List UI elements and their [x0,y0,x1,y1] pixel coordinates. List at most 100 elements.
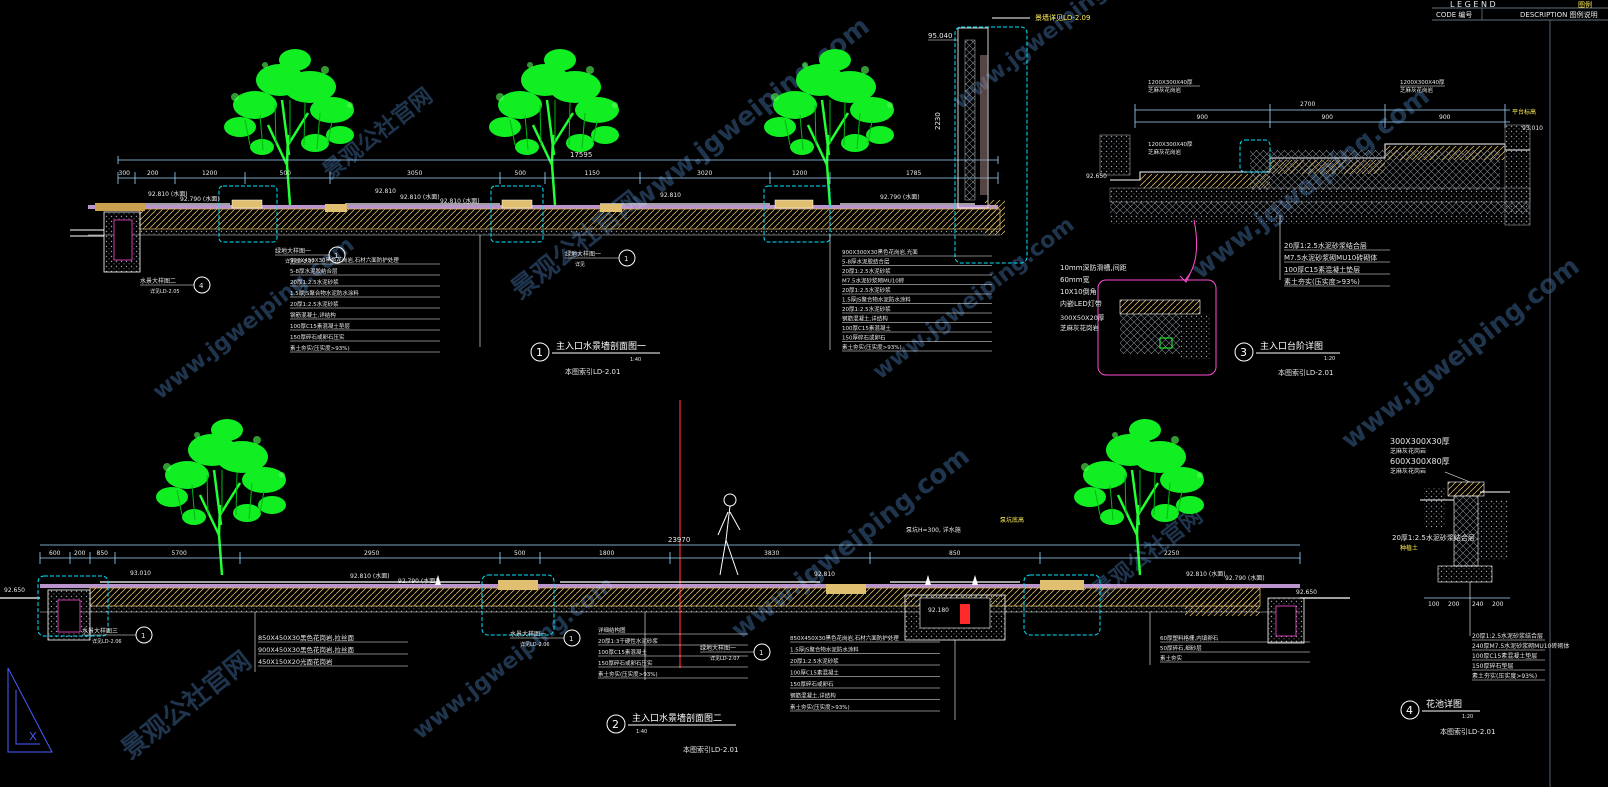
s3-base-note: 100厚C15素混凝土垫层 [1284,265,1360,274]
s1-top-elev: 95.040 [928,32,953,40]
s1-notesA-note: 900X450X30黑色花岗岩,石材六面防护处理 [290,256,399,264]
s1-elev: 92.810 (水面) [400,193,440,201]
s1-dim: 3020 [697,170,712,177]
s1-callout-num: 4 [199,282,204,290]
s1-dim: 3050 [407,170,422,177]
s3-inset-note: 内嵌LED灯带 [1060,299,1102,308]
s3-top-note: 芝麻灰花岗岩 [1148,86,1182,94]
s2-elev: 92.650 [1296,589,1317,596]
s1-dim: 1200 [202,170,217,177]
s1-notesB-note: 100厚C15素混凝土 [842,324,891,332]
s2-notesC-note: 150厚碎石或卵石 [790,680,834,688]
s4-top-note: 600X300X80厚 [1390,457,1450,466]
s1-notesA-note: 150厚碎石或卵石压实 [290,333,345,341]
s2-callout-ref: 详见LD-2.07 [710,655,740,662]
s1-scale: 1:40 [630,357,641,363]
s4-base-note: 100厚C15素混凝土垫层 [1472,652,1537,660]
s1-dim: 500 [515,170,527,177]
s1-ref: 本图索引LD-2.01 [565,367,620,376]
s1-dim: 1785 [906,170,921,177]
s3-inset-note: 10mm深防滑槽,间距 [1060,263,1127,272]
s2-num: 2 [612,718,619,731]
s2-dim: 600 [49,550,61,557]
s2-callout-title: 绿地大样图一 [700,644,736,652]
s2-dim: 3830 [764,550,779,557]
s4-base-note: 素土夯实(压实度>93%) [1472,672,1537,680]
s4-dim: 100 [1428,601,1440,608]
tree-5 [1072,417,1206,577]
s1-callout-title: 水景大样图二 [140,277,176,285]
s1-elev: 92.790 (水面) [880,193,920,201]
person-figure [717,493,741,576]
s1-title: 主入口水景墙剖面图一 [556,340,646,352]
s2-elev: 92.810 (水面) [1186,570,1226,578]
s4-mid-note: 20厚1:2.5水泥砂浆结合层 [1392,533,1475,542]
s2-notesC-note: 20厚1:2.5水泥砂浆 [790,657,839,665]
s1-wall-height: 2230 [934,112,942,130]
s2-notesA-note: 450X150X20光面花岗岩 [258,657,333,666]
s3-ref: 本图索引LD-2.01 [1278,368,1333,377]
s4-dim: 200 [1492,601,1504,608]
s3-inset-note: 60mm宽 [1060,275,1090,284]
s1-elev: 92.810 (水面) [148,190,188,198]
s2-notesD-note: 素土夯实 [1160,654,1183,662]
s1-callout-ref: 详见LD-2.05 [150,288,180,295]
s1-notesA-note: 5-8厚水泥胶结合层 [290,267,338,275]
s2-notesC-note: 素土夯实(压实度>93%) [790,703,850,711]
watermark-text: www.jgweiping.com [1336,251,1586,455]
s2-notesA-note: 850X450X30黑色花岗岩,拉丝面 [258,633,355,642]
s3-side-note: 平台标高 [1512,108,1536,116]
legend-title: L E G E N D [1450,0,1496,9]
s2-title: 主入口水景墙剖面图二 [632,712,722,724]
s2-dim: 5700 [172,550,187,557]
s2-dim: 2250 [1164,550,1179,557]
s2-elev: 92.650 [4,587,25,594]
s4-top-note: 芝麻灰花岗岩 [1390,447,1426,455]
s3-top-note: 1200X300X40厚 [1400,79,1445,86]
s1-num: 1 [536,346,543,359]
s1-elev: 92.790 (水面) [180,195,220,203]
s2-pump-note: 泵坑底高 [1000,516,1024,524]
s1-dim: 1200 [792,170,807,177]
s2-total-dim: 23970 [668,536,690,544]
s3-top-note: 芝麻灰花岗岩 [1400,86,1434,94]
s3-elev-r: 93.010 [1522,125,1543,132]
s2-callout-ref: 详见LD-2.06 [520,641,550,648]
s3-top-note: 1200X300X40厚 [1148,141,1193,148]
s3-base-note: 素土夯实(压实度>93%) [1284,277,1360,286]
s2-callout-title: 水景大样图一 [510,630,546,638]
s2-notesA-note: 900X450X30黑色花岗岩,拉丝面 [258,645,355,654]
s2-elev: 92.790 (水面) [398,577,438,585]
s3-dim: 2700 [1300,101,1315,108]
s3-base-note: M7.5水泥砂浆砌MU10砖砌体 [1284,253,1377,262]
ucs-icon [7,667,53,753]
s4-scale: 1:20 [1462,714,1473,720]
s1-dim: 500 [280,170,292,177]
s2-notesB-note: 20厚1:3干硬性水泥砂浆 [598,637,658,645]
s4-top-note: 芝麻灰花岗岩 [1390,467,1426,475]
s1-notesA-note: 20厚1:2.5水泥砂浆 [290,278,339,286]
s1-callout-ref: 详见LD-2.07 [285,258,315,265]
s1-elev: 92.810 [660,192,681,199]
s1-notesB-note: M7.5水泥砂浆砌MU10砖 [842,277,905,285]
s4-base-note: 20厚1:2.5水泥砂浆结合层 [1472,632,1543,640]
s2-callout-num: 1 [759,649,763,657]
s2-notesC-note: 850X450X30黑色花岗岩,石材六面防护处理 [790,634,899,642]
s2-notesD-note: 50厚碎石,细砂层 [1160,644,1202,652]
s1-notesB-note: 5-8厚水泥胶结合层 [842,258,890,266]
s2-dim: 200 [74,550,86,557]
s3-elev-l: 92.650 [1086,173,1107,180]
s1-notesB-note: 900X300X30黑色花岗岩,光面 [842,248,918,256]
legend-code: CODE 编号 [1436,10,1472,19]
s2-callout-title: 水景大样图三 [82,627,118,635]
s1-callout-num: 1 [624,255,628,263]
s4-base-note: 150厚碎石垫层 [1472,662,1513,670]
tree-2 [487,47,621,207]
watermark-text: www.jgweiping.com [626,11,876,215]
s3-dim: 900 [1439,114,1451,121]
